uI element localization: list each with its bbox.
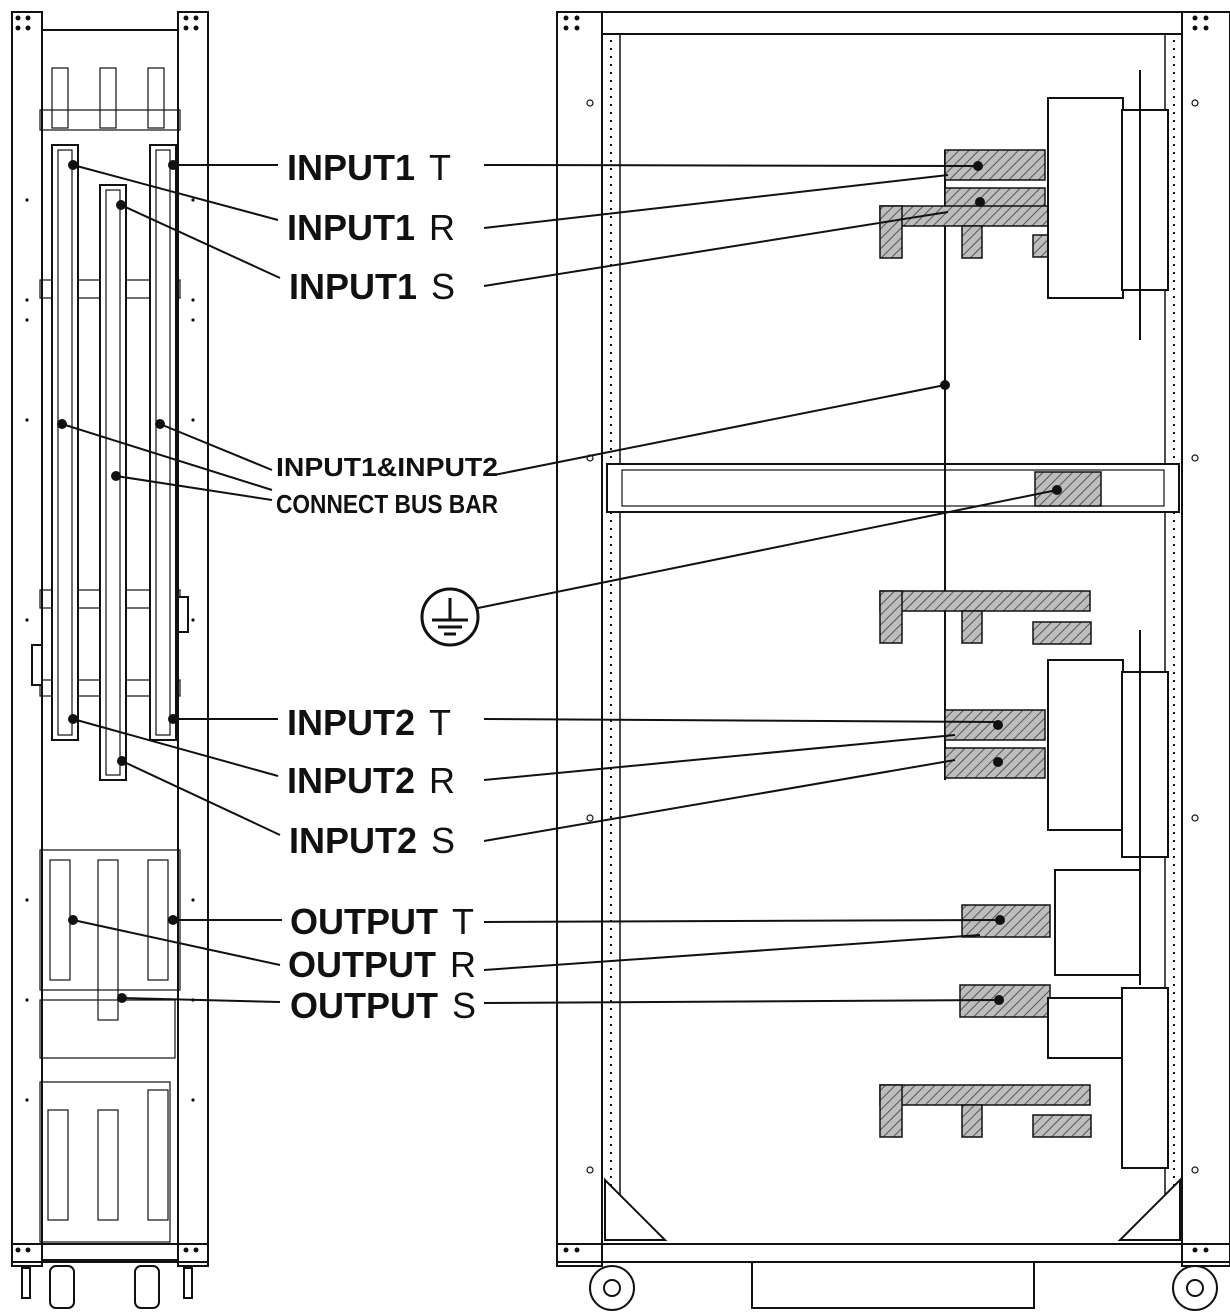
label-input1-r: INPUT1 R xyxy=(287,207,455,248)
left-cabinet-side-view xyxy=(11,11,209,1309)
label-output-r: OUTPUT R xyxy=(288,944,476,985)
label-connect-bus-bar-line2: CONNECT BUS BAR xyxy=(276,489,498,519)
label-connect-bus-bar-line1: INPUT1&INPUT2 xyxy=(276,452,498,482)
ground-symbol-icon xyxy=(420,587,480,647)
label-output-s: OUTPUT S xyxy=(290,985,476,1026)
right-cabinet-front-view xyxy=(556,11,1230,1311)
label-input2-s: INPUT2 S xyxy=(289,820,455,861)
label-input2-t: INPUT2 T xyxy=(287,702,451,743)
leader-lines xyxy=(61,164,1058,1004)
label-output-t: OUTPUT T xyxy=(290,901,474,942)
label-input1-s: INPUT1 S xyxy=(289,266,455,307)
label-input1-t: INPUT1 T xyxy=(287,147,451,188)
label-input2-r: INPUT2 R xyxy=(287,760,455,801)
